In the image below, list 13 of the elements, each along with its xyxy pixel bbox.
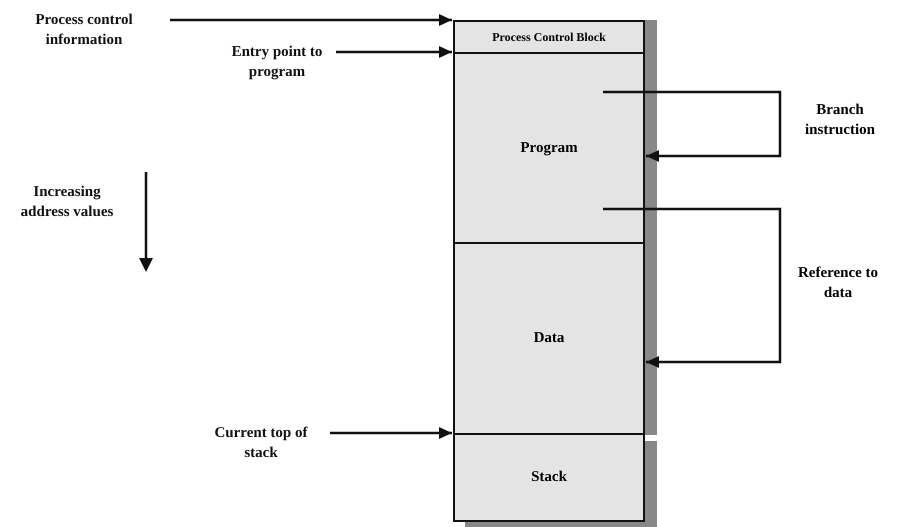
block-label: Stack — [531, 469, 567, 486]
block-label: Program — [520, 140, 578, 156]
block-label: Process Control Block — [492, 30, 606, 44]
block-label: Data — [534, 330, 564, 347]
note-text: Increasing address values — [20, 183, 114, 222]
callout-text: Entry point to program — [222, 42, 332, 82]
arrow — [603, 208, 782, 368]
callout-text: Process control information — [2, 10, 166, 50]
arrow — [603, 90, 782, 162]
arrow — [336, 46, 452, 58]
callout-text: Current top of stack — [196, 423, 326, 463]
arrow — [170, 14, 452, 26]
arrow — [330, 427, 452, 439]
